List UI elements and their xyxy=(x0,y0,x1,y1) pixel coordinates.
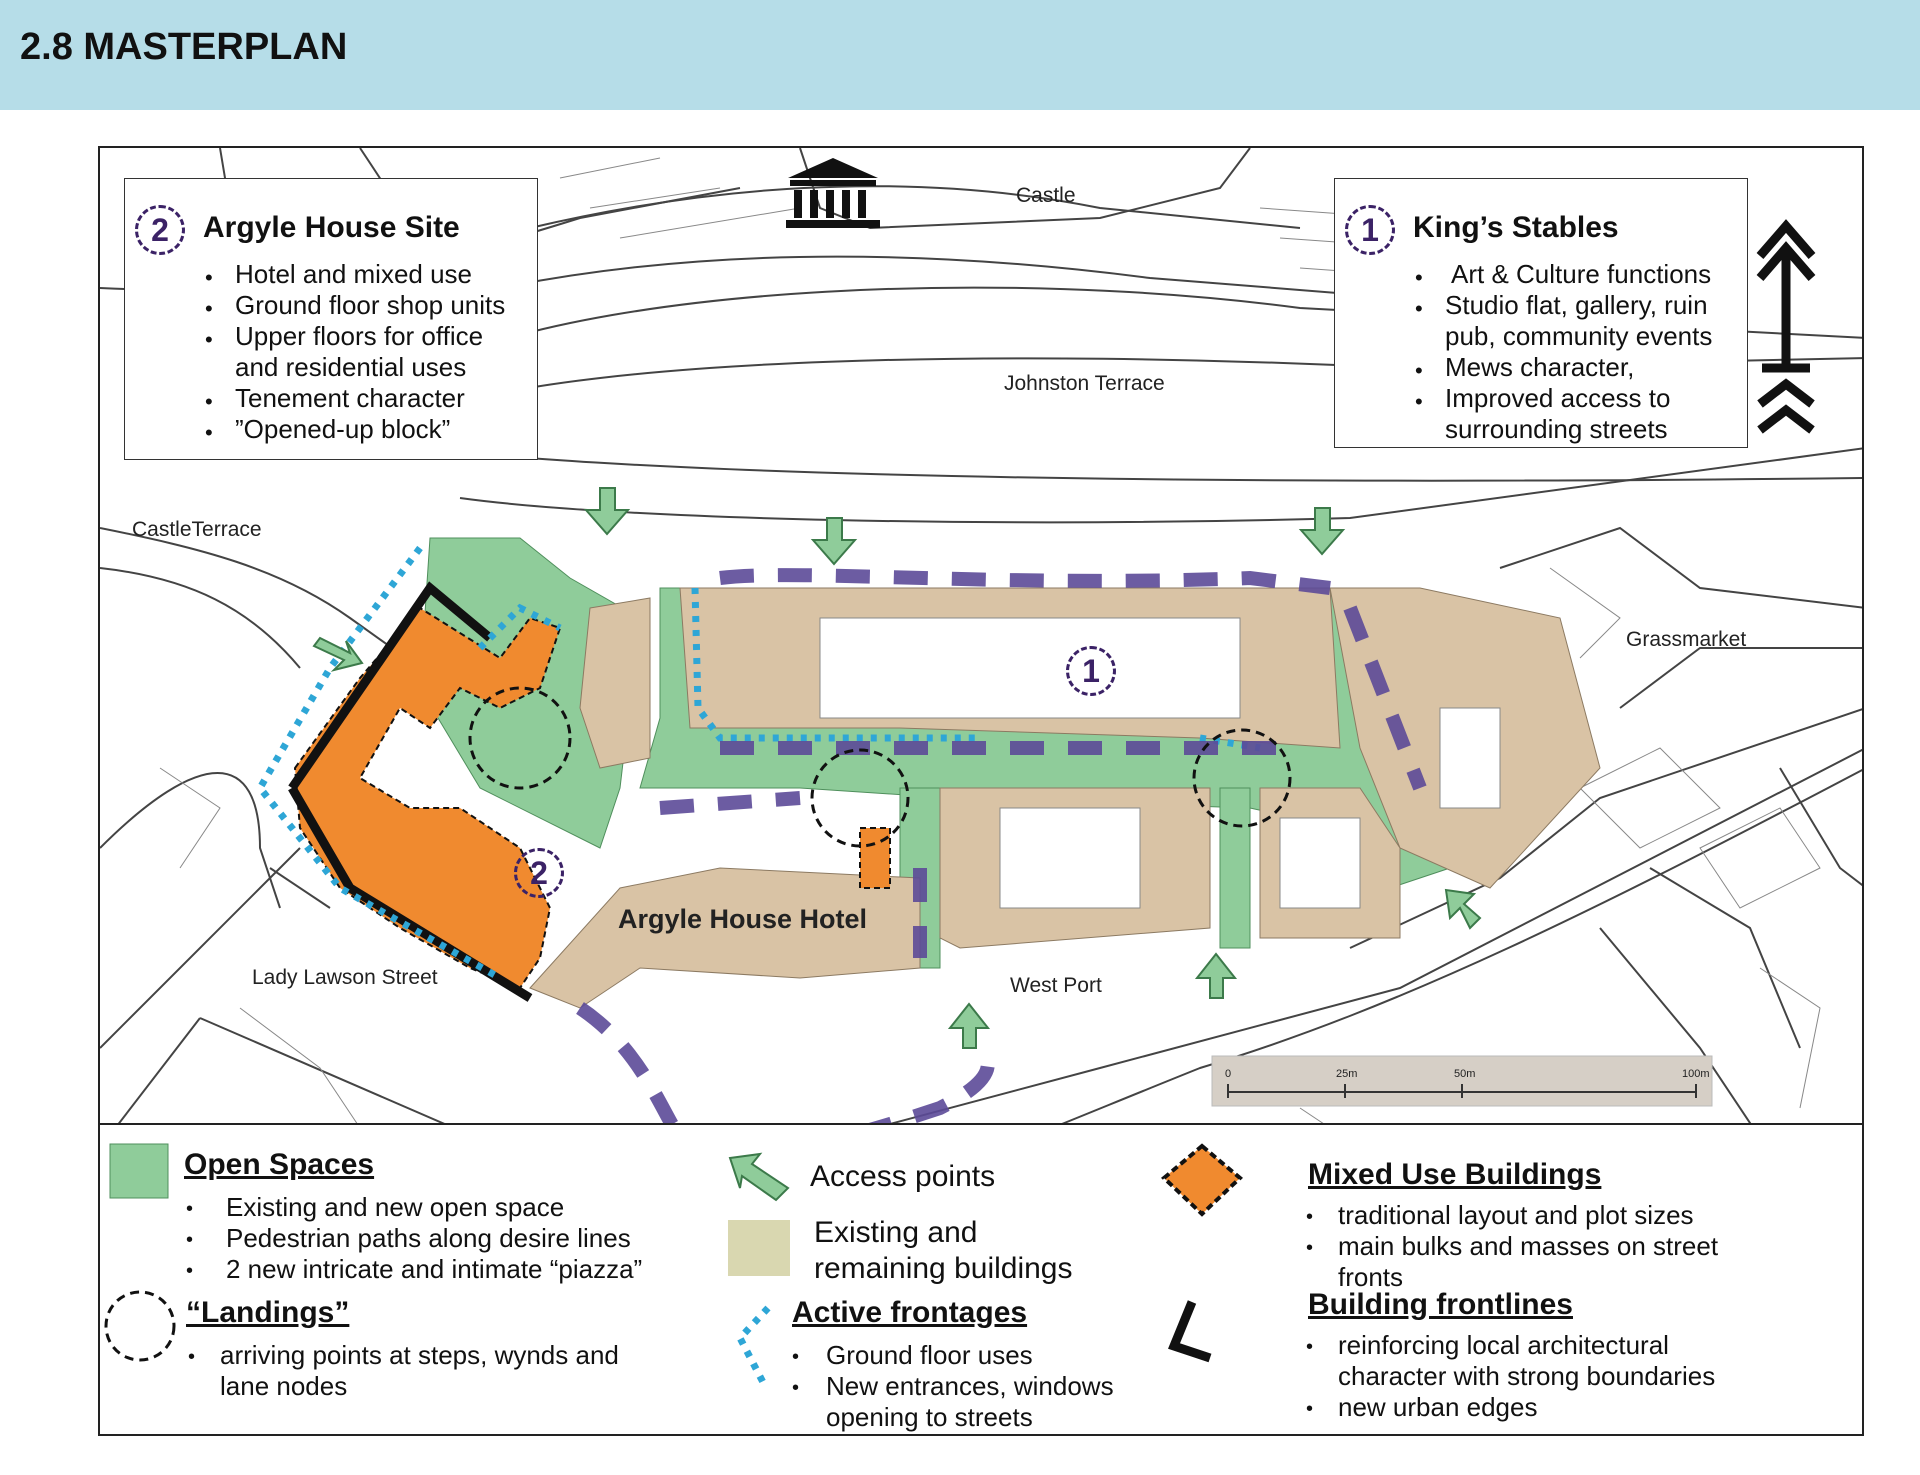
legend-background xyxy=(100,1125,1862,1434)
legend-mixed-use-heading: Mixed Use Buildings xyxy=(1308,1158,1602,1191)
legend-open-spaces-item: 2 new intricate and intimate “piazza” xyxy=(226,1254,643,1284)
legend-landings-heading: “Landings” xyxy=(186,1296,350,1329)
johnston-terrace-label: Johnston Terrace xyxy=(1004,372,1165,395)
access-arrows xyxy=(312,487,1482,1049)
scale-tick: 0 xyxy=(1225,1068,1232,1080)
argyle-house-hotel-label: Argyle House Hotel xyxy=(618,904,868,934)
scale-tick: 100m xyxy=(1682,1068,1710,1080)
legend-mixed-item: traditional layout and plot sizes xyxy=(1338,1200,1694,1230)
legend-open-spaces-item: Existing and new open space xyxy=(226,1192,565,1222)
castle-icon xyxy=(786,158,880,228)
legend-landings-item: lane nodes xyxy=(220,1371,348,1401)
legend-frontlines-item: character with strong boundaries xyxy=(1338,1361,1716,1391)
scale-tick: 25m xyxy=(1336,1068,1358,1080)
legend-frontlines-heading: Building frontlines xyxy=(1308,1288,1573,1321)
kings-stables-box: 1 King’s Stables • Art & Culture functio… xyxy=(1334,178,1748,448)
kings-item: Mews character, xyxy=(1445,352,1635,382)
legend-mixed-swatch xyxy=(1160,1143,1244,1217)
argyle-house-site-box: 2 Argyle House Site • Hotel and mixed us… xyxy=(124,178,538,460)
legend-landing-swatch xyxy=(104,1290,176,1362)
legend-frontline-swatch xyxy=(1168,1300,1212,1363)
site-2-marker: 2 xyxy=(135,205,185,255)
west-port-label: West Port xyxy=(1010,974,1102,997)
purple-edges xyxy=(576,568,1427,1158)
legend-active-item: Ground floor uses xyxy=(826,1340,1033,1370)
legend-open-spaces-heading: Open Spaces xyxy=(184,1148,375,1181)
north-arrow-icon xyxy=(1756,219,1816,434)
argyle-item: Upper floors for office xyxy=(235,321,484,351)
site-1-marker: 1 xyxy=(1345,205,1395,255)
kings-item: Studio flat, gallery, ruin xyxy=(1445,290,1708,320)
site-1-map-marker: 1 xyxy=(1066,646,1116,696)
argyle-item: Hotel and mixed use xyxy=(235,259,473,289)
kings-stables-title: King’s Stables xyxy=(1413,211,1619,244)
active-frontages xyxy=(255,545,1261,982)
scale-bar xyxy=(1211,1055,1713,1107)
legend-active-frontages-heading: Active frontages xyxy=(792,1296,1028,1329)
kings-item: Improved access to xyxy=(1445,383,1671,413)
castle-terrace-label: CastleTerrace xyxy=(132,518,262,541)
kings-item: Art & Culture functions xyxy=(1451,259,1712,289)
kings-item: pub, community events xyxy=(1445,321,1713,351)
legend-open-spaces-item: Pedestrian paths along desire lines xyxy=(226,1223,631,1253)
argyle-item: Tenement character xyxy=(235,383,465,413)
legend-existing-swatch xyxy=(728,1220,790,1276)
map-drawing xyxy=(100,148,1862,1434)
legend-access-swatch xyxy=(728,1152,790,1202)
page-header: 2.8 MASTERPLAN xyxy=(0,0,1920,110)
legend-frontlines-item: new urban edges xyxy=(1338,1392,1538,1422)
castle-label: Castle xyxy=(1016,184,1076,207)
legend-existing-line1: Existing and xyxy=(814,1216,978,1249)
legend-active-item: New entrances, windows xyxy=(826,1371,1114,1401)
site-2-map-marker: 2 xyxy=(514,848,564,898)
legend-open-space-swatch xyxy=(109,1143,169,1199)
lady-lawson-street-label: Lady Lawson Street xyxy=(252,966,438,989)
masterplan-map: 2 Argyle House Site • Hotel and mixed us… xyxy=(98,146,1864,1436)
legend-active-item: opening to streets xyxy=(826,1402,1033,1432)
legend-mixed-item: fronts xyxy=(1338,1262,1404,1292)
existing-buildings xyxy=(529,587,1601,1009)
argyle-item: ”Opened-up block” xyxy=(235,414,451,444)
scale-tick: 50m xyxy=(1454,1068,1476,1080)
legend-access-label: Access points xyxy=(810,1160,996,1193)
grassmarket-label: Grassmarket xyxy=(1626,628,1747,651)
page-title: 2.8 MASTERPLAN xyxy=(20,26,348,68)
legend-frontlines-item: reinforcing local architectural xyxy=(1338,1330,1669,1360)
building-frontline xyxy=(288,581,533,1002)
legend-existing-line2: remaining buildings xyxy=(814,1252,1073,1285)
argyle-house-site-title: Argyle House Site xyxy=(203,211,460,244)
argyle-item: Ground floor shop units xyxy=(235,290,506,320)
kings-item: surrounding streets xyxy=(1445,414,1668,444)
argyle-item: and residential uses xyxy=(235,352,467,382)
legend-landings-item: arriving points at steps, wynds and xyxy=(220,1340,619,1370)
legend-mixed-item: main bulks and masses on street xyxy=(1338,1231,1719,1261)
landing-circles xyxy=(468,686,1292,848)
